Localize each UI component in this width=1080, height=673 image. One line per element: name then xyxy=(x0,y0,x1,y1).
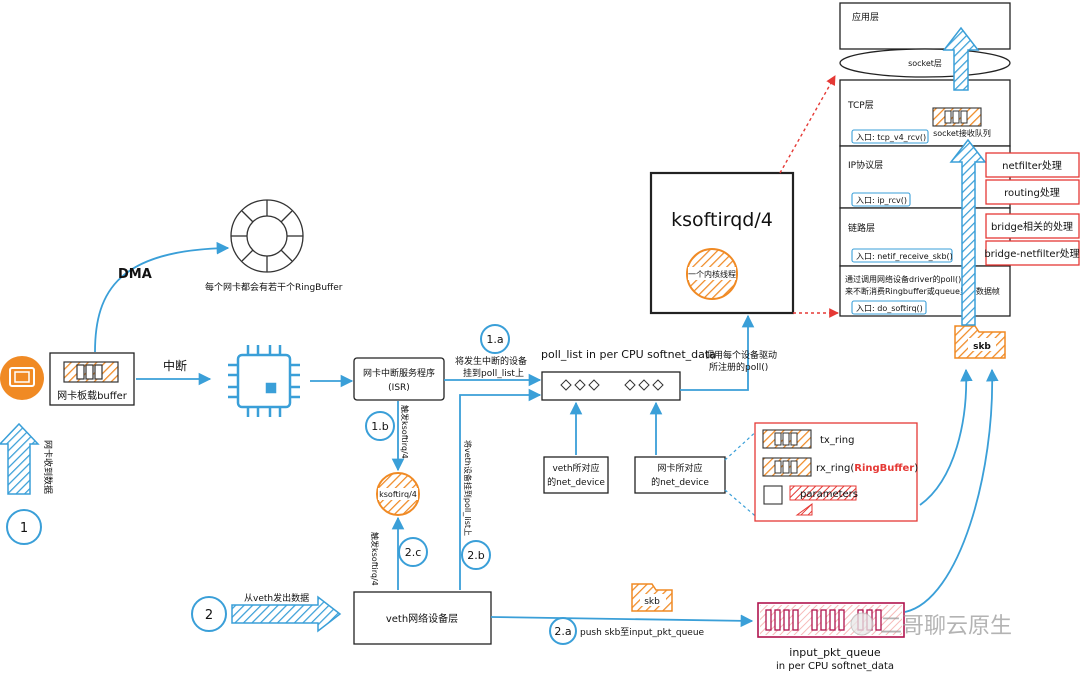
rx-ring-icon xyxy=(762,457,812,477)
interrupt-label: 中断 xyxy=(163,358,187,373)
routing-label: routing处理 xyxy=(1004,187,1060,199)
svg-text:网卡中断服务程序: 网卡中断服务程序 xyxy=(363,367,435,379)
svg-text:veth网络设备层: veth网络设备层 xyxy=(386,612,458,625)
kernel-thread-label: 一个内核线程 xyxy=(688,269,736,279)
receive-data-arrow: 网卡收到数据 xyxy=(0,422,54,495)
ring-detail-box: tx_ring rx_ring(RingBuffer) parameters xyxy=(754,422,918,522)
nic-buffer-box: 网卡板载buffer xyxy=(49,352,135,406)
tx-ring-label: tx_ring xyxy=(820,435,854,446)
receive-data-label: 网卡收到数据 xyxy=(42,440,54,494)
svg-text:ksoftirq/4: ksoftirq/4 xyxy=(379,490,417,499)
send-from-veth-arrow xyxy=(231,595,342,633)
svg-text:入口: ip_rcv(): 入口: ip_rcv() xyxy=(856,196,907,205)
queue-to-skb-arrow xyxy=(904,368,999,613)
svg-text:入口: tcp_v4_rcv(): 入口: tcp_v4_rcv() xyxy=(856,133,926,142)
svg-text:veth所对应: veth所对应 xyxy=(552,462,599,474)
params-checkbox-icon xyxy=(763,485,783,505)
call-poll-note-2: 所注册的poll() xyxy=(709,361,768,373)
svg-text:2.a: 2.a xyxy=(554,625,571,638)
svg-text:入口: do_softirq(): 入口: do_softirq() xyxy=(856,304,923,313)
attach-poll-note-1: 将发生中断的设备 xyxy=(455,355,527,367)
nic-net-device-box: 网卡所对应 的net_device xyxy=(634,456,726,494)
device-detail-connector xyxy=(724,427,761,521)
svg-text:2.c: 2.c xyxy=(405,546,422,559)
dma-label: DMA xyxy=(118,267,152,282)
svg-text:1.a: 1.a xyxy=(486,333,503,346)
step-2b-circle: 2.b xyxy=(461,540,491,570)
svg-text:1.b: 1.b xyxy=(371,420,388,433)
attach-poll-note-2: 挂到poll_list上 xyxy=(463,367,524,379)
push-skb-note: push skb至input_pkt_queue xyxy=(580,627,705,638)
svg-text:的net_device: 的net_device xyxy=(651,476,709,488)
socket-queue-icon xyxy=(932,107,982,127)
socket-layer-label: socket层 xyxy=(908,59,942,68)
bridge-netfilter-label: bridge-netfilter处理 xyxy=(984,248,1079,260)
call-poll-note-1: 调用每个设备驱动 xyxy=(705,349,777,361)
ip-layer-label: IP协议层 xyxy=(848,159,883,171)
dma-arrow xyxy=(94,241,230,353)
step-1b-circle: 1.b xyxy=(365,411,395,441)
nic-buffer-label: 网卡板载buffer xyxy=(57,389,128,402)
side-process-boxes: netfilter处理 routing处理 bridge相关的处理 bridge… xyxy=(984,152,1080,266)
protocol-stack: 应用层 socket层 TCP层 入口: tcp_v4_rcv() socket… xyxy=(839,2,1011,317)
trigger-softirq-note: 触发ksoftirq/4 xyxy=(400,405,410,459)
svg-text:二哥聊云原生: 二哥聊云原生 xyxy=(880,614,1012,639)
step-2-circle: 2 xyxy=(191,596,227,632)
nic-icon xyxy=(0,356,44,400)
svg-text:2: 2 xyxy=(205,608,213,623)
push-skb-arrow xyxy=(490,614,754,628)
veth-attach-note: 将veth设备挂到poll_list上 xyxy=(463,440,473,536)
svg-text:(ISR): (ISR) xyxy=(388,383,410,393)
step-2a-circle: 2.a xyxy=(549,617,577,645)
svg-text:网卡所对应: 网卡所对应 xyxy=(657,462,702,474)
ringbuffer-wheel-icon xyxy=(230,199,304,273)
svg-text:skb: skb xyxy=(644,597,660,607)
step-2c-circle: 2.c xyxy=(398,537,428,567)
ksoftirqd-title: ksoftirqd/4 xyxy=(671,209,773,231)
softirq-desc-2: 来不断消费Ringbuffer或queue里的数据帧 xyxy=(845,286,1000,296)
poll-list xyxy=(541,371,681,401)
socket-queue-label: socket接收队列 xyxy=(933,128,991,138)
ksoftirqd-box: ksoftirqd/4 一个内核线程 xyxy=(649,171,795,315)
send-from-veth-note: 从veth发出数据 xyxy=(244,592,309,604)
ring-buffer-icon xyxy=(76,364,103,380)
rx-ring-label: rx_ring(RingBuffer) xyxy=(816,463,918,474)
netfilter-label: netfilter处理 xyxy=(1002,160,1062,172)
poll-list-title: poll_list in per CPU softnet_data xyxy=(541,348,716,361)
veth-layer-box: veth网络设备层 xyxy=(353,591,492,645)
tcp-layer-label: TCP层 xyxy=(847,100,874,111)
veth-net-device-box: veth所对应 的net_device xyxy=(543,456,609,494)
ksoftirq-small-node: ksoftirq/4 xyxy=(376,472,420,516)
tx-ring-icon xyxy=(762,429,812,449)
svg-text:1: 1 xyxy=(20,521,28,536)
input-queue-label-1: input_pkt_queue xyxy=(789,646,881,659)
trigger-softirq-note-2: 触发ksoftirq/4 xyxy=(370,532,380,586)
link-layer-label: 链路层 xyxy=(848,222,875,234)
step-1a-circle: 1.a xyxy=(480,324,510,354)
skb-folder-icon-bottom: skb xyxy=(631,583,673,612)
ksoftirqd-to-stack-arrow xyxy=(779,75,836,174)
bridge-label: bridge相关的处理 xyxy=(991,220,1073,233)
app-layer-label: 应用层 xyxy=(852,11,879,23)
svg-text:入口: netif_receive_skb(): 入口: netif_receive_skb() xyxy=(856,252,953,261)
parameters-label: parameters xyxy=(800,489,858,500)
cpu-chip-icon xyxy=(228,345,300,417)
ring-to-skb-arrow xyxy=(919,368,973,506)
input-queue-label-2: in per CPU softnet_data xyxy=(776,661,894,672)
softirq-desc-1: 通过调用网络设备driver的poll() xyxy=(845,274,961,284)
skb-folder-icon-right: skb xyxy=(954,325,1006,359)
svg-text:2.b: 2.b xyxy=(467,549,484,562)
step-1-circle: 1 xyxy=(6,509,42,545)
up-arrow-stack xyxy=(949,138,987,326)
poll-to-ksoftirqd-arrow xyxy=(680,314,755,391)
up-arrow-socket xyxy=(942,26,980,91)
isr-box: 网卡中断服务程序 (ISR) xyxy=(353,357,445,401)
watermark: 二哥聊云原生 xyxy=(850,612,1012,639)
svg-text:的net_device: 的net_device xyxy=(547,476,605,488)
ringbuffer-note: 每个网卡都会有若干个RingBuffer xyxy=(205,281,343,293)
veth-to-poll-arrow xyxy=(459,388,542,590)
svg-text:skb: skb xyxy=(973,342,991,352)
